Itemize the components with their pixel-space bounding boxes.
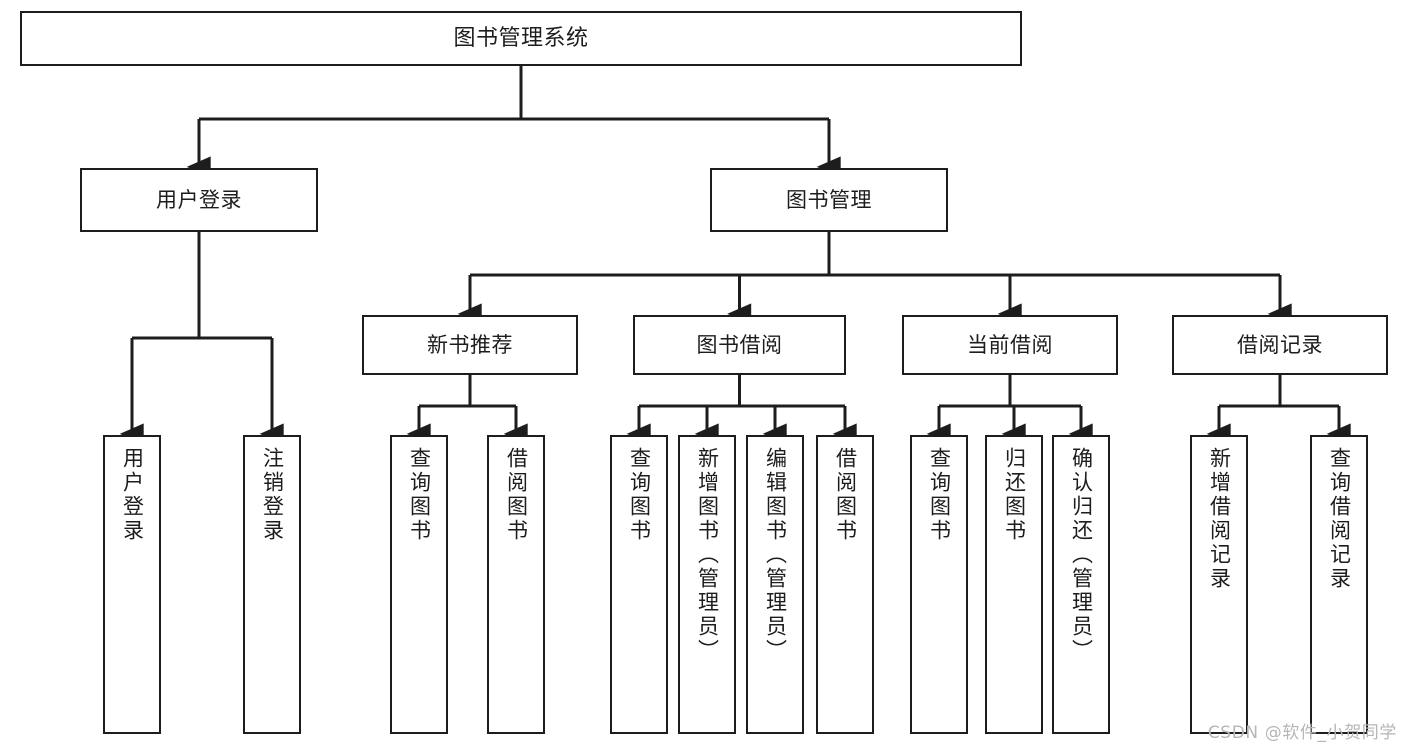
node-leaf-query-book-1[interactable]: 查询图书 bbox=[390, 435, 448, 734]
node-label: 用户登录 bbox=[120, 447, 145, 543]
node-leaf-query-book-3[interactable]: 查询图书 bbox=[910, 435, 968, 734]
node-book-borrow[interactable]: 图书借阅 bbox=[633, 315, 846, 375]
node-label: 借阅记录 bbox=[1237, 332, 1323, 357]
node-label: 新增图书（管理员） bbox=[695, 447, 720, 663]
node-new-book-rec[interactable]: 新书推荐 bbox=[362, 315, 578, 375]
node-label: 用户登录 bbox=[156, 187, 242, 212]
node-label: 新增借阅记录 bbox=[1207, 447, 1232, 591]
node-label: 注销登录 bbox=[260, 447, 285, 543]
node-label: 归还图书 bbox=[1002, 447, 1027, 543]
node-user-login[interactable]: 用户登录 bbox=[80, 168, 318, 232]
node-leaf-confirm-return[interactable]: 确认归还（管理员） bbox=[1052, 435, 1110, 734]
node-book-mgmt[interactable]: 图书管理 bbox=[710, 168, 948, 232]
node-current-borrow[interactable]: 当前借阅 bbox=[902, 315, 1118, 375]
node-label: 当前借阅 bbox=[967, 332, 1053, 357]
node-label: 新书推荐 bbox=[427, 332, 513, 357]
node-leaf-logout[interactable]: 注销登录 bbox=[243, 435, 301, 734]
node-label: 图书管理系统 bbox=[453, 25, 589, 51]
node-label: 确认归还（管理员） bbox=[1069, 447, 1094, 663]
node-leaf-user-login[interactable]: 用户登录 bbox=[103, 435, 161, 734]
node-label: 查询图书 bbox=[407, 447, 432, 543]
node-leaf-query-record[interactable]: 查询借阅记录 bbox=[1310, 435, 1368, 734]
node-leaf-query-book-2[interactable]: 查询图书 bbox=[610, 435, 668, 734]
node-leaf-borrow-book-1[interactable]: 借阅图书 bbox=[487, 435, 545, 734]
node-borrow-record[interactable]: 借阅记录 bbox=[1172, 315, 1388, 375]
node-label: 查询图书 bbox=[627, 447, 652, 543]
node-leaf-edit-book[interactable]: 编辑图书（管理员） bbox=[746, 435, 804, 734]
node-label: 借阅图书 bbox=[833, 447, 858, 543]
node-label: 查询借阅记录 bbox=[1327, 447, 1352, 591]
node-label: 借阅图书 bbox=[504, 447, 529, 543]
node-root[interactable]: 图书管理系统 bbox=[20, 11, 1022, 66]
node-leaf-return-book[interactable]: 归还图书 bbox=[985, 435, 1043, 734]
node-leaf-borrow-book-2[interactable]: 借阅图书 bbox=[816, 435, 874, 734]
node-label: 图书管理 bbox=[786, 187, 872, 212]
node-label: 查询图书 bbox=[927, 447, 952, 543]
node-leaf-add-record[interactable]: 新增借阅记录 bbox=[1190, 435, 1248, 734]
node-label: 编辑图书（管理员） bbox=[763, 447, 788, 663]
node-label: 图书借阅 bbox=[696, 332, 783, 357]
node-leaf-add-book[interactable]: 新增图书（管理员） bbox=[678, 435, 736, 734]
